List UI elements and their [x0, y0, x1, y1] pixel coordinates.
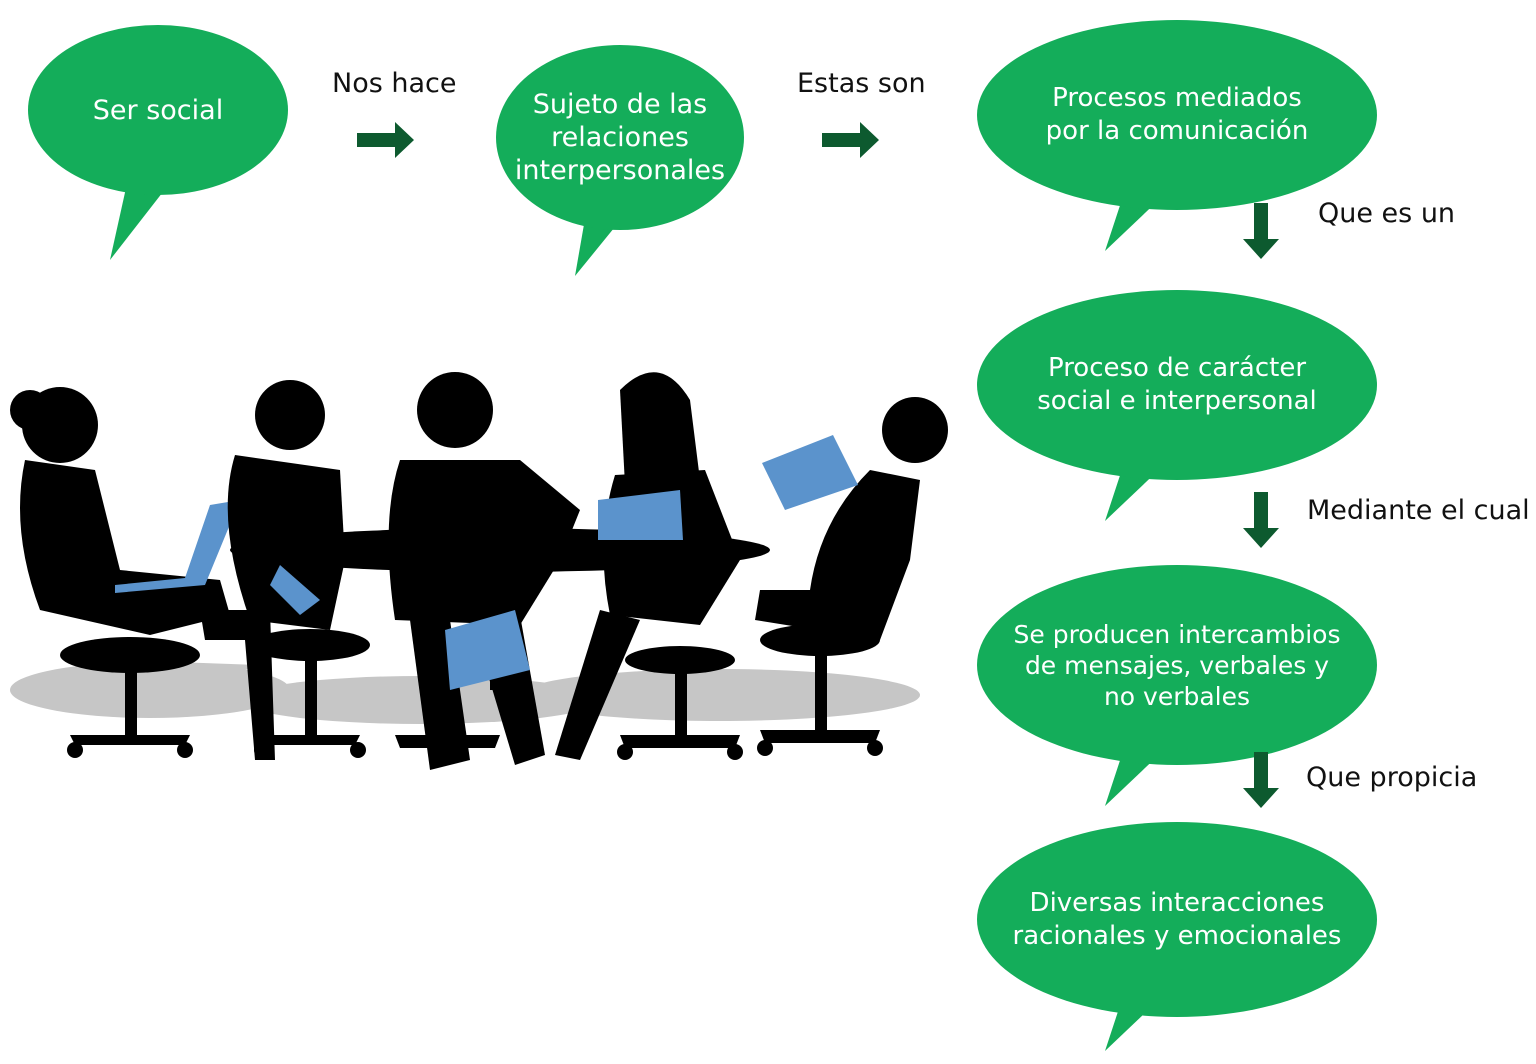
bubble-ser-social-text: Ser social — [92, 94, 224, 126]
meeting-silhouette-icon — [10, 372, 948, 770]
bubble-interacciones-text: Diversas interacciones racionales y emoc… — [1012, 887, 1342, 951]
bubble-procesos-text: Procesos mediados por la comunicación — [1045, 83, 1309, 146]
connector-que-propicia: Que propicia — [1306, 762, 1478, 793]
arrow-down-icon — [1243, 752, 1279, 808]
arrow-right-icon — [822, 122, 879, 158]
bubble-procesos: Procesos mediados por la comunicación — [977, 20, 1377, 210]
connector-que-es-un: Que es un — [1318, 198, 1456, 229]
bubble-ser-social: Ser social — [28, 25, 288, 195]
bubble-sujeto: Sujeto de las relaciones interpersonales — [496, 45, 744, 230]
arrow-down-icon — [1243, 492, 1279, 548]
connector-nos-hace: Nos hace — [332, 68, 457, 99]
connector-estas-son: Estas son — [797, 68, 926, 99]
bubble-intercambios: Se producen intercambios de mensajes, ve… — [977, 565, 1377, 765]
bubble-sujeto-text: Sujeto de las relaciones interpersonales — [514, 89, 726, 186]
arrow-right-icon — [357, 122, 414, 158]
bubble-interacciones: Diversas interacciones racionales y emoc… — [977, 822, 1377, 1017]
arrow-down-icon — [1243, 203, 1279, 259]
bubble-intercambios-text: Se producen intercambios de mensajes, ve… — [1013, 619, 1341, 711]
connector-mediante-el-cual: Mediante el cual — [1307, 495, 1530, 526]
bubble-proceso-caracter-text: Proceso de carácter social e interperson… — [1037, 353, 1317, 416]
bubble-proceso-caracter: Proceso de carácter social e interperson… — [977, 290, 1377, 480]
